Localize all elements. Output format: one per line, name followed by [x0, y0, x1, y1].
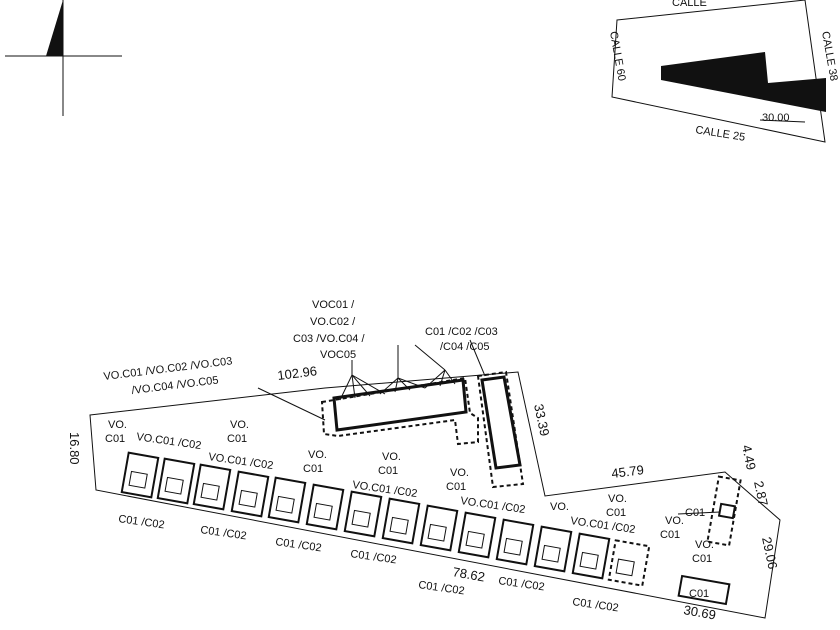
north-arrow-icon: [5, 0, 122, 116]
unit-label: C01 /C02: [200, 524, 248, 542]
unit-label: C01: [606, 507, 626, 519]
unit-label: VO.: [450, 467, 469, 479]
unit-box: [156, 457, 196, 505]
callout-voc02: VO.C02 /: [310, 316, 356, 328]
location-key-map: CALLE CALLE 60 CALLE 38 CALLE 25 30.00: [607, 0, 840, 144]
upper-building: [320, 369, 479, 446]
unit-label: VO.: [608, 493, 627, 505]
unit-box: [607, 539, 651, 587]
unit-label: C01: [692, 553, 712, 565]
unit-label: C01 /C02: [498, 575, 546, 593]
unit-label: C01 /C02: [118, 513, 166, 531]
dim-bottom-right: 30.69: [682, 602, 717, 622]
unit-label: C01 /C02: [572, 596, 620, 614]
unit-box: [419, 504, 459, 552]
unit-box: [267, 476, 307, 524]
dim-middle-right: 45.79: [611, 462, 645, 481]
street-left-label: CALLE 60: [607, 30, 628, 81]
unit-label: VO.: [665, 515, 684, 527]
unit-box: [457, 511, 497, 559]
dim-right-a: 4.49: [739, 444, 759, 472]
unit-label: C01: [685, 507, 705, 519]
unit-label: VO.C01 /C02: [136, 431, 202, 452]
unit-label: C01: [660, 529, 680, 541]
unit-box: [192, 463, 232, 511]
unit-label: VO.: [308, 449, 327, 461]
leader-lines: [257, 339, 721, 515]
unit-label: VO.C01 /C02: [352, 479, 418, 500]
unit-label: VO.: [695, 539, 714, 551]
unit-box: [343, 490, 383, 538]
unit-box: [305, 483, 345, 531]
callout-block-1: C01 /C02 /C03: [425, 326, 498, 338]
unit-label: C01 /C02: [418, 579, 466, 597]
callout-voc01: VOC01 /: [312, 299, 355, 311]
dim-right-lower: 29.06: [759, 536, 780, 571]
dim-right-b: 2.87: [751, 480, 771, 508]
unit-box: [381, 497, 421, 545]
unit-label: C01: [378, 465, 398, 477]
unit-box: [230, 470, 270, 518]
unit-label: VO.: [108, 419, 127, 431]
unit-label: C01: [689, 588, 709, 600]
unit-label: C01: [303, 463, 323, 475]
dim-bottom-center: 78.62: [451, 564, 486, 584]
unit-label: VO.: [382, 451, 401, 463]
street-right-label: CALLE 38: [819, 30, 840, 81]
unit-label: VO.: [550, 501, 569, 513]
right-block: [476, 370, 525, 489]
callout-voc03: C03 /VO.C04 /: [293, 333, 365, 345]
unit-label: VO.: [230, 419, 249, 431]
housing-units-row: [120, 451, 651, 587]
unit-label: C01 /C02: [350, 548, 398, 566]
unit-label: C01 /C02: [275, 536, 323, 554]
unit-box: [533, 525, 573, 573]
unit-label: C01: [446, 481, 466, 493]
unit-box: [120, 451, 160, 499]
callout-block-2: /C04 /C05: [440, 341, 490, 353]
unit-label: C01: [105, 433, 125, 445]
small-structure: [677, 475, 742, 606]
unit-box: [495, 518, 535, 566]
plot-boundary: [89, 371, 781, 619]
unit-label: C01: [227, 433, 247, 445]
unit-box: [571, 532, 611, 580]
dim-left: 16.80: [67, 432, 82, 465]
street-top-label: CALLE: [672, 0, 707, 9]
keymap-dimension: 30.00: [762, 112, 790, 124]
dim-right-upper: 33.39: [531, 403, 552, 438]
dim-top: 102.96: [277, 363, 318, 383]
street-bottom-label: CALLE 25: [695, 124, 746, 144]
unit-label: VO.C01 /C02: [208, 451, 274, 472]
callout-voc05: VOC05: [320, 349, 356, 361]
